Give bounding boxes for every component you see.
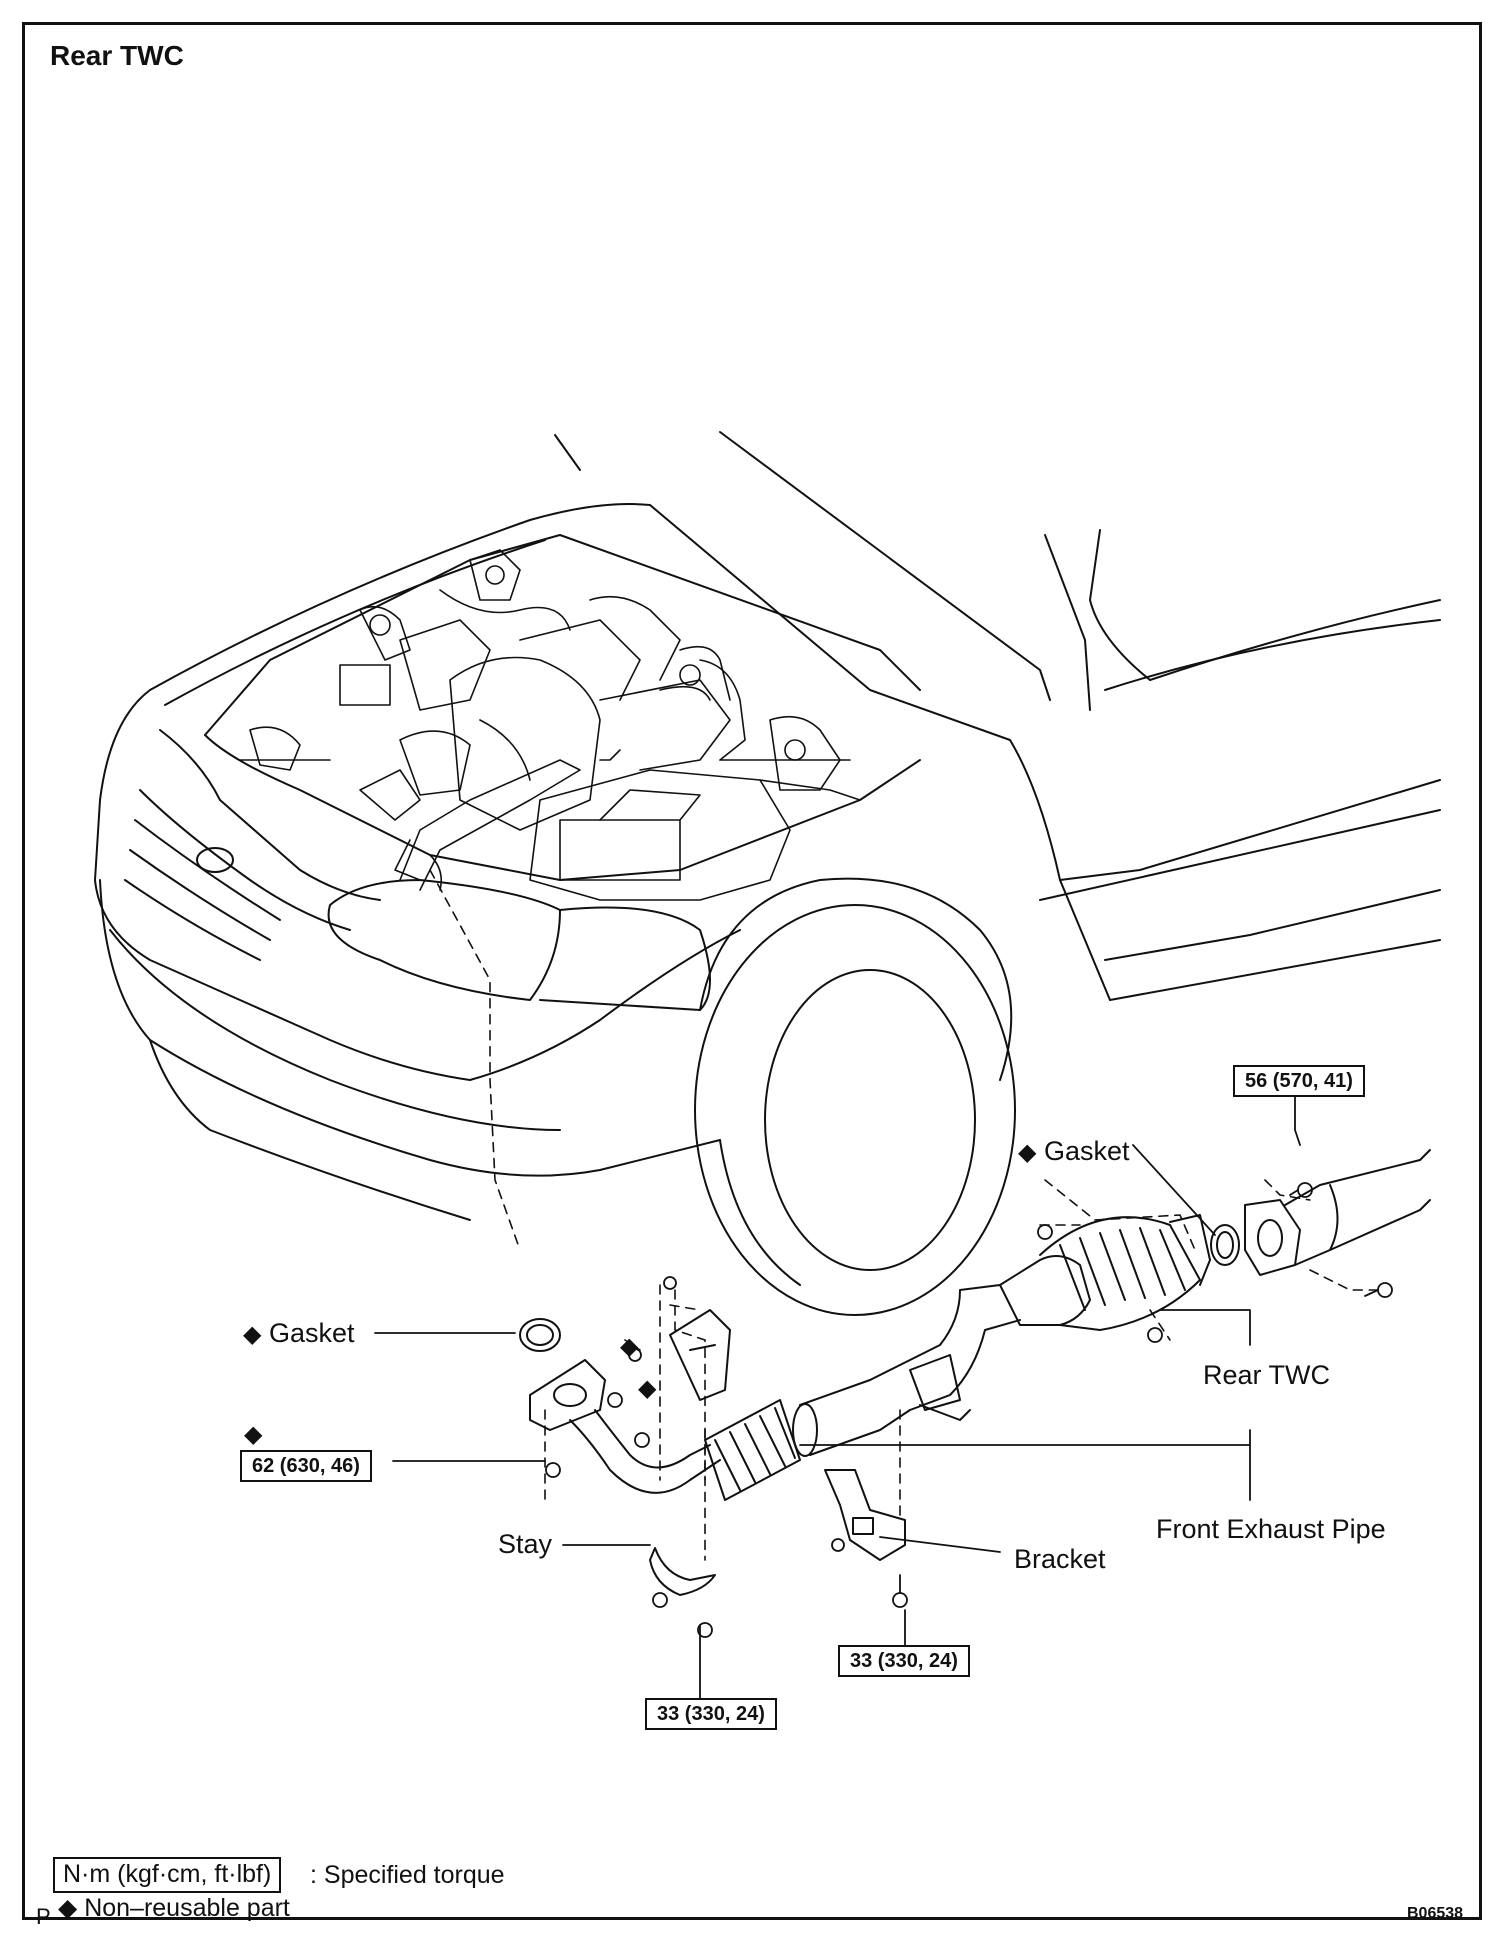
figure-code: B06538 [1407, 1905, 1464, 1922]
bolts-nuts [545, 1182, 1393, 1638]
gasket-front-part [519, 1318, 561, 1352]
legend-torque-unit: N·m (kgf·cm, ft·lbf) [53, 1857, 282, 1893]
corner-letter: P [36, 1904, 51, 1929]
stay-part [649, 1547, 716, 1596]
front-exhaust-pipe-label: Front Exhaust Pipe [1156, 1514, 1386, 1544]
leader-lines [374, 1094, 1301, 1711]
legend-torque-desc: : Specified torque [310, 1861, 505, 1889]
rear-twc-label: Rear TWC [1203, 1360, 1331, 1390]
torque-front-flange-nut: 62 (630, 46) [240, 1450, 372, 1482]
assembly-guide-lines [429, 869, 1386, 1561]
car-body [94, 431, 1441, 1316]
torque-stay-nut: 33 (330, 24) [645, 1698, 777, 1730]
nonreusable-marker-flange-nut: ◆ [244, 1421, 263, 1448]
gasket-rear-text: Gasket [1043, 1136, 1130, 1166]
gasket-rear-part [1210, 1224, 1240, 1266]
stay-label: Stay [498, 1529, 553, 1559]
legend-nonreusable: ◆ Non–reusable part [58, 1896, 290, 1921]
page-title: Rear TWC [50, 40, 184, 71]
rear-twc-part [999, 1255, 1091, 1326]
bracket-label: Bracket [1014, 1544, 1106, 1574]
torque-bracket-bolt: 33 (330, 24) [838, 1645, 970, 1677]
gasket-front-text: Gasket [268, 1318, 355, 1348]
diagram-frame [22, 22, 1482, 1920]
bracket-part [824, 1469, 906, 1561]
nonreusable-marker-nut-lower: ◆ [638, 1375, 657, 1402]
legend-diamond: ◆ [58, 1894, 78, 1922]
gasket-front-label: ◆ Gasket [243, 1320, 355, 1347]
front-flange [529, 1359, 606, 1431]
front-exhaust-pipe-part [569, 1419, 721, 1494]
gasket-rear-label: ◆ Gasket [1018, 1138, 1130, 1165]
torque-rear-flange-bolt: 56 (570, 41) [1233, 1065, 1365, 1097]
nonreusable-marker: ◆ [243, 1321, 262, 1348]
legend-nonreusable-text: Non–reusable part [84, 1894, 290, 1922]
engine-compartment [239, 549, 861, 901]
nonreusable-marker-nut-upper: ◆ [620, 1333, 639, 1360]
nonreusable-marker: ◆ [1018, 1139, 1037, 1166]
exhaust-parts [519, 1149, 1431, 1638]
